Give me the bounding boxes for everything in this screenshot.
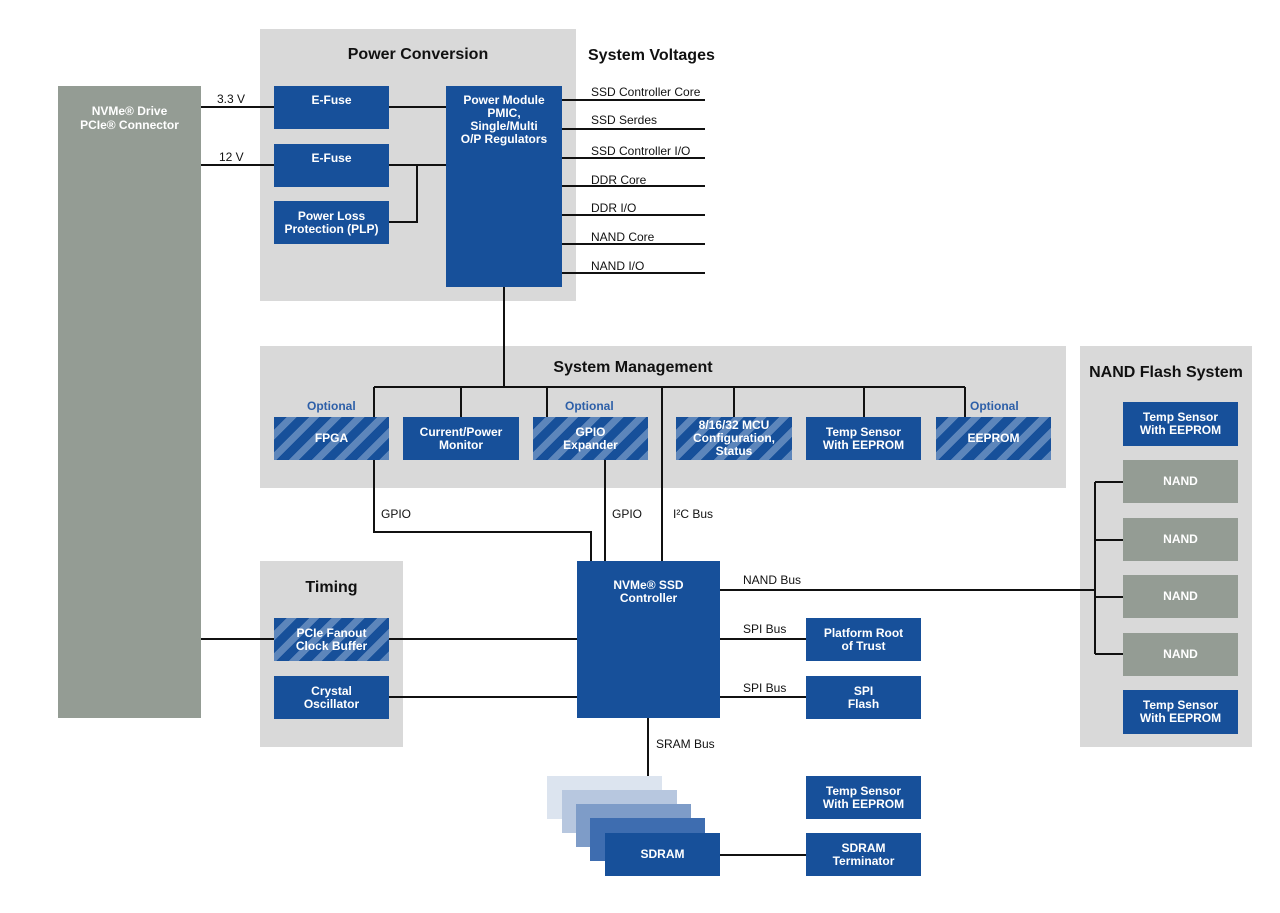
gpio-expander-line1: GPIO bbox=[575, 424, 606, 439]
nand-chip-3-label: NAND bbox=[1163, 589, 1198, 603]
nand-temp-sensor-bottom-box: Temp Sensor With EEPROM bbox=[1123, 690, 1238, 734]
eeprom-box: EEPROM bbox=[936, 417, 1051, 460]
wire-plp bbox=[388, 165, 418, 223]
wire-gpio-fpga bbox=[373, 460, 592, 561]
gpio-expander-line2: Expander bbox=[563, 437, 618, 452]
optional-label-fpga: Optional bbox=[307, 399, 356, 413]
voltage-nand-core: NAND Core bbox=[591, 230, 655, 244]
clock-buffer-line1: PCIe Fanout bbox=[296, 625, 367, 640]
voltage-ssd-controller-core: SSD Controller Core bbox=[591, 85, 701, 99]
power-module-line4: O/P Regulators bbox=[460, 132, 548, 146]
nand-temp-top-line2: With EEPROM bbox=[1139, 423, 1222, 437]
plp-label-line2: Protection (PLP) bbox=[284, 221, 379, 236]
sdram-box: SDRAM bbox=[605, 833, 720, 876]
timing-title: Timing bbox=[305, 579, 358, 596]
optional-label-gpio: Optional bbox=[565, 399, 614, 413]
spi-flash-line2: Flash bbox=[847, 696, 880, 711]
controller-line1: NVMe® SSD bbox=[613, 578, 684, 592]
connector-label-line1: NVMe® Drive bbox=[91, 104, 168, 118]
root-of-trust-line1: Platform Root bbox=[823, 625, 904, 640]
nvme-pcie-connector: NVMe® Drive PCIe® Connector bbox=[58, 86, 201, 718]
nand-chip-4: NAND bbox=[1123, 633, 1238, 676]
sdram-terminator-box: SDRAM Terminator bbox=[806, 833, 921, 876]
power-module-line2: PMIC, bbox=[487, 106, 521, 120]
terminator-line1: SDRAM bbox=[841, 840, 886, 855]
nand-chip-2-label: NAND bbox=[1163, 532, 1198, 546]
monitor-label-line1: Current/Power bbox=[419, 424, 503, 439]
power-module-box: Power Module PMIC, Single/Multi O/P Regu… bbox=[446, 86, 562, 287]
efuse-12v-label: E-Fuse bbox=[311, 151, 352, 165]
mgmt-temp-line2: With EEPROM bbox=[822, 437, 905, 452]
spi-flash-box: SPI Flash bbox=[806, 676, 921, 719]
nand-chip-1-label: NAND bbox=[1163, 474, 1198, 488]
mgmt-temp-line1: Temp Sensor bbox=[825, 424, 902, 439]
terminator-line2: Terminator bbox=[832, 853, 895, 868]
nand-chip-3: NAND bbox=[1123, 575, 1238, 618]
oscillator-line2: Oscillator bbox=[303, 696, 360, 711]
nand-bus-label: NAND Bus bbox=[743, 573, 802, 587]
system-management-title: System Management bbox=[553, 359, 713, 376]
current-power-monitor-box: Current/Power Monitor bbox=[403, 417, 519, 460]
label-3v3: 3.3 V bbox=[217, 92, 246, 106]
nvme-ssd-controller-box: NVMe® SSD Controller bbox=[577, 561, 720, 718]
i2c-bus-label: I²C Bus bbox=[673, 507, 714, 521]
sdram-label: SDRAM bbox=[640, 847, 685, 861]
voltage-ssd-controller-io: SSD Controller I/O bbox=[591, 144, 691, 158]
nand-temp-bottom-line2: With EEPROM bbox=[1139, 711, 1222, 725]
oscillator-line1: Crystal bbox=[311, 683, 352, 698]
nand-chip-4-label: NAND bbox=[1163, 647, 1198, 661]
plp-label-line1: Power Loss bbox=[297, 208, 366, 223]
nand-chip-2: NAND bbox=[1123, 518, 1238, 561]
spi-bus-label-2: SPI Bus bbox=[743, 681, 787, 695]
gpio-bus-label-left: GPIO bbox=[381, 507, 412, 521]
voltage-ddr-core: DDR Core bbox=[591, 173, 647, 187]
gpio-expander-box: GPIO Expander bbox=[533, 417, 648, 460]
fpga-label: FPGA bbox=[314, 431, 349, 445]
optional-label-eeprom: Optional bbox=[970, 399, 1019, 413]
sram-bus-label: SRAM Bus bbox=[656, 737, 715, 751]
nand-temp-top-line1: Temp Sensor bbox=[1142, 410, 1219, 424]
controller-line2: Controller bbox=[619, 591, 678, 605]
power-loss-protection-box: Power Loss Protection (PLP) bbox=[274, 201, 389, 244]
system-voltages-title: System Voltages bbox=[588, 47, 715, 64]
nand-temp-sensor-top-box: Temp Sensor With EEPROM bbox=[1123, 402, 1238, 446]
mcu-box: 8/16/32 MCU Configuration, Status bbox=[676, 417, 792, 460]
clock-buffer-line2: Clock Buffer bbox=[295, 638, 368, 653]
nand-chip-1: NAND bbox=[1123, 460, 1238, 503]
efuse-12v-box: E-Fuse bbox=[274, 144, 389, 187]
spi-bus-label-1: SPI Bus bbox=[743, 622, 787, 636]
voltage-nand-io: NAND I/O bbox=[591, 259, 645, 273]
mgmt-temp-sensor-box: Temp Sensor With EEPROM bbox=[806, 417, 921, 460]
mcu-label-line2: Configuration, Status bbox=[693, 431, 775, 458]
label-12v: 12 V bbox=[219, 150, 244, 164]
spi-flash-line1: SPI bbox=[853, 683, 874, 698]
root-of-trust-line2: of Trust bbox=[841, 638, 886, 653]
eeprom-label: EEPROM bbox=[967, 431, 1020, 445]
efuse-3v3-box: E-Fuse bbox=[274, 86, 389, 129]
power-module-line1: Power Module bbox=[463, 93, 545, 107]
power-conversion-title: Power Conversion bbox=[347, 46, 489, 63]
voltage-ssd-serdes: SSD Serdes bbox=[591, 113, 658, 127]
fpga-box: FPGA bbox=[274, 417, 389, 460]
nand-temp-bottom-line1: Temp Sensor bbox=[1142, 698, 1219, 712]
connector-label-line2: PCIe® Connector bbox=[80, 118, 179, 132]
sdram-temp-line2: With EEPROM bbox=[822, 796, 905, 811]
mcu-label-line1: 8/16/32 MCU bbox=[698, 418, 770, 432]
pcie-clock-buffer-box: PCIe Fanout Clock Buffer bbox=[274, 618, 389, 661]
monitor-label-line2: Monitor bbox=[439, 437, 483, 452]
crystal-oscillator-box: Crystal Oscillator bbox=[274, 676, 389, 719]
sdram-temp-sensor-box: Temp Sensor With EEPROM bbox=[806, 776, 921, 819]
efuse-3v3-label: E-Fuse bbox=[311, 93, 352, 107]
gpio-bus-label-right: GPIO bbox=[612, 507, 643, 521]
power-module-line3: Single/Multi bbox=[470, 119, 538, 133]
sdram-temp-line1: Temp Sensor bbox=[825, 783, 902, 798]
nand-flash-system-title: NAND Flash System bbox=[1089, 364, 1243, 381]
platform-root-of-trust-box: Platform Root of Trust bbox=[806, 618, 921, 661]
voltage-ddr-io: DDR I/O bbox=[591, 201, 637, 215]
